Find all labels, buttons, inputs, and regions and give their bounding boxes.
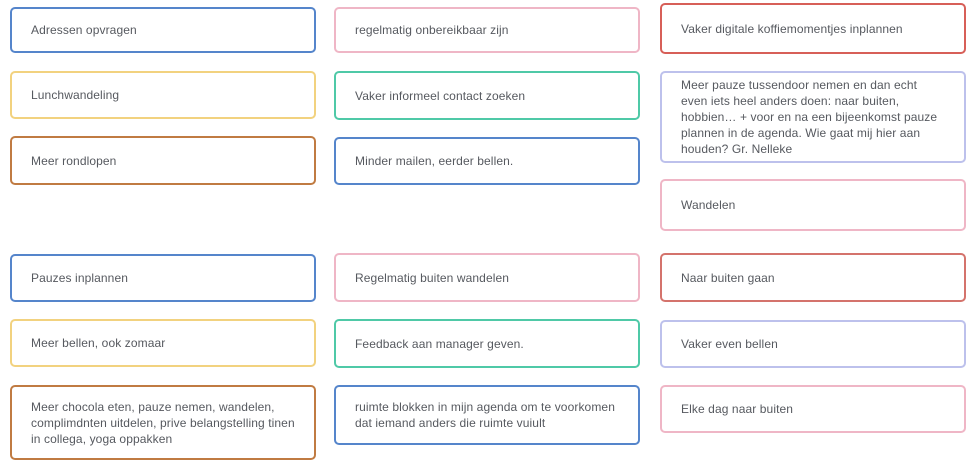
response-text: Vaker digitale koffiemomentjes inplannen [681, 21, 903, 36]
response-card[interactable]: ruimte blokken in mijn agenda om te voor… [334, 385, 640, 445]
response-text: Wandelen [681, 198, 736, 212]
response-card[interactable]: Regelmatig buiten wandelen [334, 253, 640, 302]
response-card[interactable]: Vaker even bellen [660, 320, 966, 368]
response-text: Meer bellen, ook zomaar [31, 336, 166, 350]
response-text: Meer rondlopen [31, 153, 117, 168]
response-text: Minder mailen, eerder bellen. [355, 154, 514, 168]
response-card[interactable]: Wandelen [660, 179, 966, 231]
response-text: Regelmatig buiten wandelen [355, 270, 510, 285]
response-text: Vaker even bellen [681, 337, 778, 351]
response-text: regelmatig onbereikbaar zijn [355, 23, 509, 37]
response-text: Vaker informeel contact zoeken [355, 88, 526, 103]
response-card[interactable]: Meer pauze tussendoor nemen en dan echt … [660, 71, 966, 163]
response-card[interactable]: Naar buiten gaan [660, 253, 966, 302]
response-text: Meer pauze tussendoor nemen en dan echt … [681, 78, 938, 156]
response-text: Lunchwandeling [31, 88, 120, 102]
response-text: Elke dag naar buiten [681, 402, 794, 416]
response-text: Pauzes inplannen [31, 271, 129, 285]
response-card[interactable]: Lunchwandeling [10, 71, 316, 119]
response-card[interactable]: regelmatig onbereikbaar zijn [334, 7, 640, 53]
response-card[interactable]: Pauzes inplannen [10, 254, 316, 302]
response-card[interactable]: Meer bellen, ook zomaar [10, 319, 316, 367]
response-card[interactable]: Vaker digitale koffiemomentjes inplannen [660, 3, 966, 54]
response-text: Feedback aan manager geven. [355, 336, 524, 351]
response-card[interactable]: Elke dag naar buiten [660, 385, 966, 433]
response-text: ruimte blokken in mijn agenda om te voor… [355, 400, 615, 430]
response-card[interactable]: Minder mailen, eerder bellen. [334, 137, 640, 185]
response-text: Adressen opvragen [31, 23, 137, 37]
response-card[interactable]: Adressen opvragen [10, 7, 316, 53]
response-text: Meer chocola eten, pauze nemen, wandelen… [31, 399, 295, 446]
response-card[interactable]: Vaker informeel contact zoeken [334, 71, 640, 120]
response-card[interactable]: Feedback aan manager geven. [334, 319, 640, 368]
response-card[interactable]: Meer rondlopen [10, 136, 316, 185]
response-card[interactable]: Meer chocola eten, pauze nemen, wandelen… [10, 385, 316, 460]
response-text: Naar buiten gaan [681, 270, 775, 285]
